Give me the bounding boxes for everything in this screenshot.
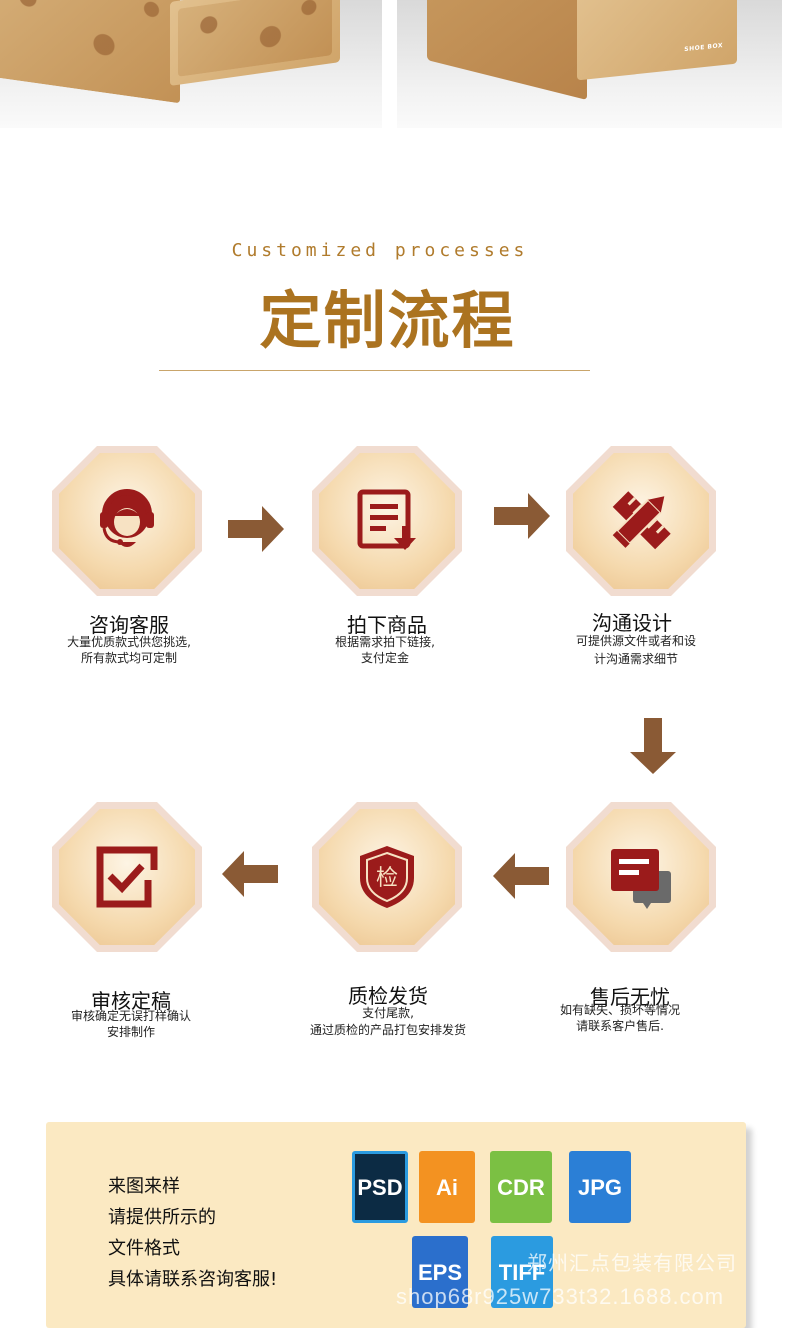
tiff-file-icon: TIFF [491,1236,553,1308]
step-5-title: 质检发货 [348,984,428,1008]
watermark-company: 郑州汇点包装有限公司 [527,1251,737,1275]
step-4-badge [566,802,716,952]
chat-message-icon [566,802,716,952]
step-6-title: 审核定稿 [91,989,171,1013]
panel-line-4: 具体请联系咨询客服! [108,1269,278,1290]
step-3-title: 沟通设计 [592,611,672,635]
arrow-down-icon [630,718,676,774]
step-2-title: 拍下商品 [347,613,427,637]
kraft-box-lid [427,0,587,100]
arrow-left-icon [222,851,278,897]
step-6-badge [52,802,202,952]
step-2-desc-line1: 根据需求拍下链接, [335,635,435,649]
checkbox-approve-icon [52,802,202,952]
watermark-url: shop68r925w733t32.1688.com [396,1284,725,1309]
cdr-file-icon: CDR [490,1151,552,1223]
panel-line-1: 来图来样 [108,1176,180,1197]
arrow-left-icon [493,853,549,899]
title-divider [159,370,590,371]
arrow-right-icon [494,493,550,539]
patterned-box-base [170,0,340,86]
step-3-desc-line2: 计沟通需求细节 [593,652,678,666]
psd-file-icon: PSD [352,1151,408,1223]
jpg-file-icon: JPG [569,1151,631,1223]
step-5-desc-line2: 通过质检的产品打包安排发货 [309,1023,466,1037]
panel-line-2: 请提供所示的 [108,1207,216,1228]
box-pattern-print [178,0,332,77]
step-4-desc-line1: 如有缺失、损坏等情况 [559,1003,680,1017]
step-2-badge [312,446,462,596]
step-1-desc-line2: 所有款式均可定制 [80,651,177,665]
product-photo-left [0,0,382,128]
inspection-badge-char: 检 [375,866,398,891]
patterned-box-lid [0,0,180,104]
step-6-desc-line2: 安排制作 [106,1025,155,1039]
step-1-title: 咨询客服 [89,613,169,637]
eps-file-icon: EPS [412,1236,468,1308]
arrow-right-icon [228,506,284,552]
step-3-desc-line1: 可提供源文件或者和设 [575,634,696,648]
step-6-desc-line1: 审核确定无误打样确认 [70,1009,191,1023]
step-4-title: 售后无忧 [590,985,670,1009]
step-4-desc-line2: 请联系客户售后. [576,1019,664,1033]
step-1-badge [52,446,202,596]
shoe-box-label: SHOE BOX [684,42,723,54]
section-title: 定制流程 [259,284,516,357]
panel-line-3: 文件格式 [108,1238,180,1259]
inspection-shield-icon: 检 [312,802,462,952]
ruler-pencil-icon [566,446,716,596]
step-1-desc-line1: 大量优质款式供您挑选, [67,635,191,649]
step-5-desc-line1: 支付尾款, [362,1006,414,1020]
product-photo-right: SHOE BOX [397,0,782,128]
step-2-desc-line2: 支付定金 [360,651,409,665]
step-5-badge: 检 [312,802,462,952]
order-document-download-icon [312,446,462,596]
customer-service-headset-icon [52,446,202,596]
step-3-badge [566,446,716,596]
section-subtitle: Customized processes [231,240,529,261]
ai-file-icon: Ai [419,1151,475,1223]
kraft-box-base: SHOE BOX [577,0,737,81]
